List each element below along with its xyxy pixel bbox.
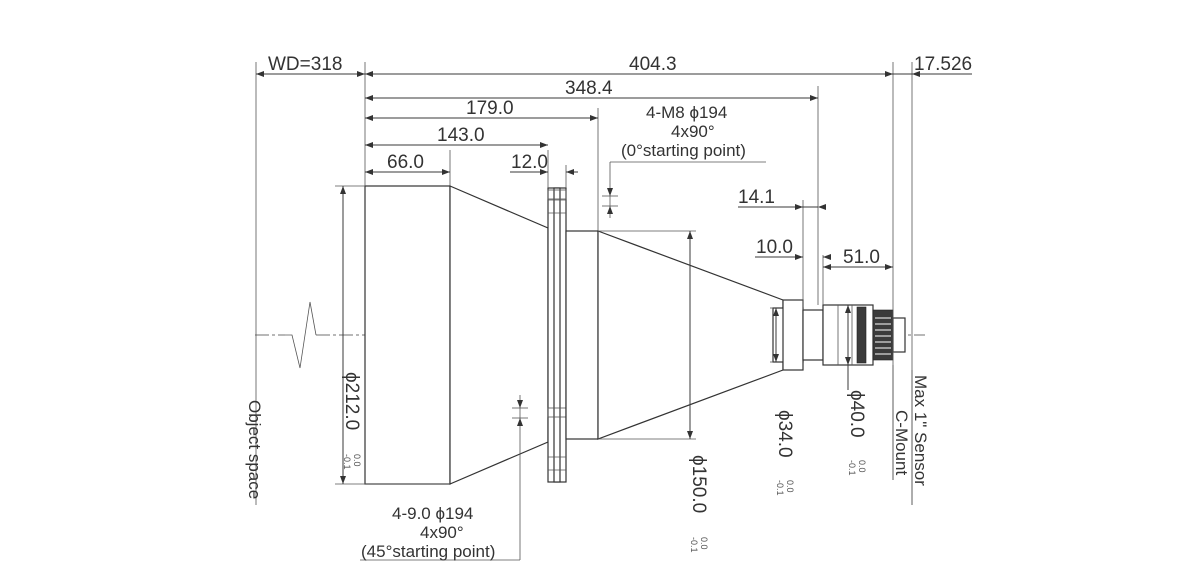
mount-text: C-Mount [892,410,911,475]
diameter-mid-label: ϕ150.0 [688,455,709,513]
bottom-hole-line-3: (45°starting point) [361,542,495,561]
diameter-rear-large-label: ϕ40.0 [846,390,867,438]
diameter-mid: ϕ150.0 0.0 -0.1 [688,455,709,553]
bottom-hole-note: 4-9.0 ϕ194 4x90° (45°starting point) [361,504,495,561]
hole-callout-leaders [360,161,913,561]
dim-total-length: 404.3 [629,54,677,75]
diameter-mid-tol-upper: 0.0 [699,537,709,550]
top-hole-line-2: 4x90° [671,122,715,141]
bottom-hole-line-2: 4x90° [420,523,464,542]
dim-rear-length: 51.0 [843,247,880,268]
sensor-label: Max 1" Sensor [911,375,930,486]
diameter-front-tol-lower: -0.1 [342,454,352,470]
dim-rear-step-2: 10.0 [756,237,793,258]
diameter-rear-large-tol-lower: -0.1 [847,460,857,476]
dim-body-to-mount: 348.4 [565,78,613,99]
dim-wd: WD=318 [268,54,342,75]
top-hole-note: 4-M8 ϕ194 4x90° (0°starting point) [621,103,746,160]
diameter-rear-small: ϕ34.0 0.0 -0.1 [774,410,795,496]
diameter-dimensions [340,186,851,484]
object-space-label: Object space [245,400,264,499]
diameter-mid-tol-lower: -0.1 [689,537,699,553]
diameter-front-label: ϕ212.0 [341,372,362,430]
object-space-text: Object space [245,400,264,499]
diameter-front: ϕ212.0 0.0 -0.1 [341,372,362,470]
dim-to-flange-face: 179.0 [466,98,514,119]
focus-knurl [875,317,891,355]
diameter-rear-small-tol-lower: -0.1 [775,480,785,496]
diameter-rear-large: ϕ40.0 0.0 -0.1 [846,390,867,476]
diameter-front-tol-upper: 0.0 [352,454,362,467]
diameter-rear-small-label: ϕ34.0 [774,410,795,458]
dim-rear-step-1: 14.1 [738,187,775,208]
mount-label: C-Mount [892,410,911,475]
sensor-text: Max 1" Sensor [911,375,930,486]
dim-to-flange: 143.0 [437,125,485,146]
top-hole-line-1: 4-M8 ϕ194 [646,103,727,122]
dimension-labels: WD=318 404.3 17.526 348.4 179.0 143.0 66… [268,54,972,268]
top-hole-line-3: (0°starting point) [621,141,746,160]
diameter-rear-large-tol-upper: 0.0 [857,460,867,473]
dim-flange-thickness: 12.0 [511,152,548,173]
lens-body [364,185,906,485]
diameter-rear-small-tol-upper: 0.0 [785,480,795,493]
dim-front-barrel: 66.0 [387,152,424,173]
bottom-hole-line-1: 4-9.0 ϕ194 [392,504,473,523]
horizontal-dimensions [256,71,972,270]
dim-sensor-offset: 17.526 [914,54,972,75]
